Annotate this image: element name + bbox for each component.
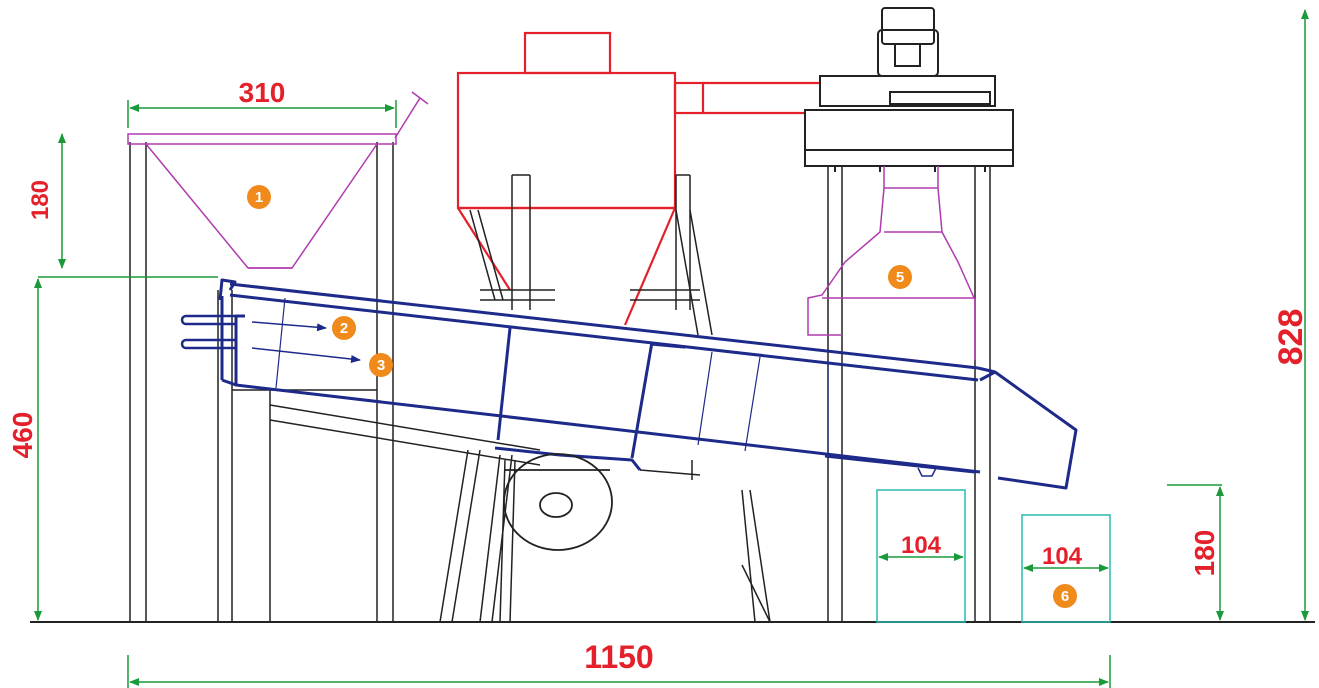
svg-text:2: 2 [340,320,348,337]
discharge-spout [917,467,937,477]
trough-support [439,449,771,623]
inlet-pipes [180,314,236,350]
marker-5: 5 [888,265,912,289]
svg-text:5: 5 [896,269,904,286]
bin-1 [876,489,966,623]
dim-hopper-height: 180 [27,180,54,220]
dust-collector [456,31,820,326]
eccentric-wheel [503,453,613,551]
separator-hood [807,166,976,360]
dim-inlet-height: 460 [7,412,38,459]
marker-2: 2 [332,316,356,340]
hopper-frame [129,142,541,622]
dim-bin-height: 180 [1189,530,1220,577]
dim-bin-width-1: 104 [901,532,942,559]
dim-total-length: 1150 [584,639,653,675]
svg-text:3: 3 [377,357,385,374]
svg-text:6: 6 [1061,588,1069,605]
trough-internal-lines [275,297,829,458]
fan-motor-unit [804,7,1014,172]
collector-stand [469,174,713,336]
dim-total-height: 828 [1272,309,1310,366]
dimension-lines [34,9,1309,688]
dim-bin-width-2: 104 [1042,543,1083,570]
svg-text:1: 1 [255,189,263,206]
marker-1: 1 [247,185,271,209]
marker-3: 3 [369,353,393,377]
bin-2 [1021,514,1111,623]
dim-hopper-width: 310 [239,77,286,108]
feed-hopper [127,91,429,269]
marker-6: 6 [1053,584,1077,608]
collection-bins [876,489,1111,623]
inclined-trough [218,278,1078,490]
flow-arrows [251,321,361,363]
